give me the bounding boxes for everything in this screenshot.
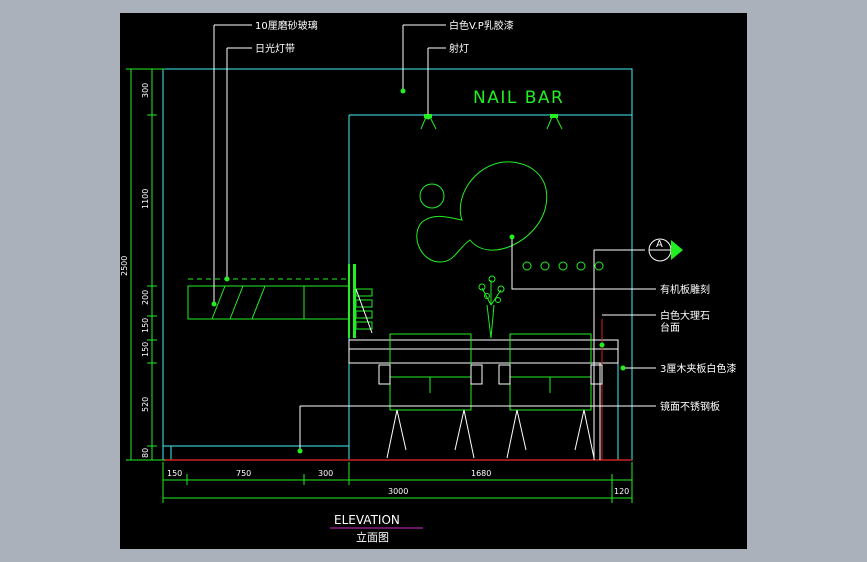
callout-plywood: 3厘木夹板白色漆 — [660, 362, 736, 375]
horizontal-dimension-values: 150 750 300 1680 3000 120 — [167, 469, 629, 496]
display-steps — [355, 288, 373, 334]
callout-glass: 10厘磨砂玻璃 — [255, 19, 318, 32]
dim-2500: 2500 — [120, 256, 129, 276]
drawing-canvas: NAIL BAR — [120, 13, 747, 549]
section-marker-label: A — [656, 239, 663, 250]
chair-left — [378, 333, 483, 459]
callout-steel: 镜面不锈钢板 — [660, 400, 720, 413]
drawing-title: ELEVATION — [334, 513, 400, 527]
callout-marble: 白色大理石 — [660, 309, 710, 322]
dim-3000: 3000 — [388, 487, 408, 496]
frosted-glass-panel — [187, 264, 356, 338]
drawing-subtitle: 立面图 — [356, 530, 389, 544]
dim-1100: 1100 — [141, 189, 150, 209]
chair-right — [498, 333, 603, 459]
dim-200: 200 — [141, 290, 150, 305]
flower-vase — [478, 275, 505, 339]
horizontal-dimension-lines — [162, 462, 633, 503]
section-marker-icon: A — [594, 238, 683, 262]
elevation-drawing: NAIL BAR — [120, 19, 736, 544]
dim-520: 520 — [141, 397, 150, 412]
leader-dots — [211, 88, 626, 454]
dim-300: 300 — [141, 83, 150, 98]
leader-lines — [213, 24, 656, 451]
plexi-carving-pattern — [416, 161, 604, 271]
sign-text: NAIL BAR — [473, 88, 564, 108]
dim-300h: 300 — [318, 469, 333, 478]
vertical-dimension-values: 300 1100 200 150 150 520 80 2500 — [120, 83, 150, 458]
nail-bar-counter — [348, 250, 619, 460]
spotlight-icon — [546, 114, 563, 130]
vertical-dimension-lines — [126, 68, 165, 461]
callout-marble-2: 台面 — [660, 321, 680, 334]
callout-paint: 白色V.P乳胶漆 — [449, 19, 514, 32]
callout-light-strip: 日光灯带 — [255, 42, 295, 55]
callout-plexi: 有机板雕刻 — [660, 283, 710, 296]
dim-150b: 150 — [141, 342, 150, 357]
dim-120: 120 — [614, 487, 629, 496]
dim-80: 80 — [141, 448, 150, 458]
dim-150h: 150 — [167, 469, 182, 478]
dim-150: 150 — [141, 318, 150, 333]
dim-1680: 1680 — [471, 469, 491, 478]
dim-750: 750 — [236, 469, 251, 478]
callout-spotlight: 射灯 — [449, 43, 469, 55]
